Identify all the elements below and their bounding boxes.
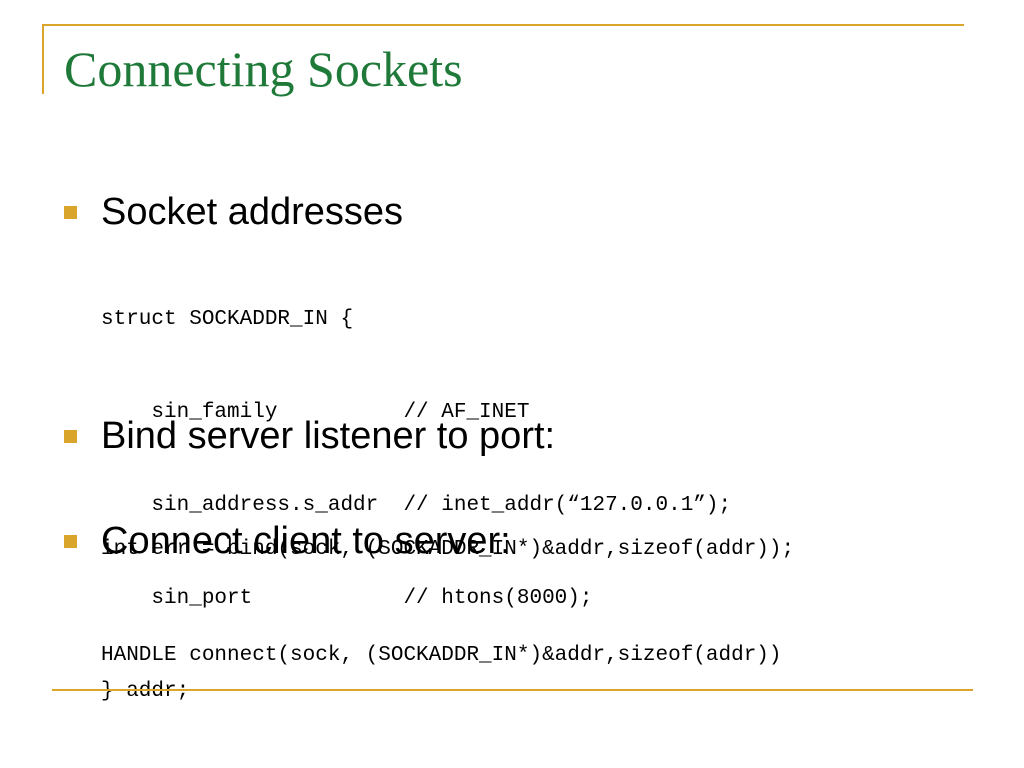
bullet-text: Socket addresses [101, 191, 404, 233]
square-bullet-icon [64, 429, 77, 443]
code-line: sin_port // htons(8000); [101, 587, 593, 610]
code-line: } addr; [101, 680, 190, 703]
square-bullet-icon [64, 534, 77, 548]
code-block-connect: HANDLE connect(sock, (SOCKADDR_IN*)&addr… [101, 578, 782, 733]
bullet-text: Connect client to server: [101, 520, 511, 562]
code-line: struct SOCKADDR_IN { [101, 308, 354, 331]
bullet-text: Bind server listener to port: [101, 415, 556, 457]
code-block-bind: int err = bind(sock, (SOCKADDR_IN*)&addr… [101, 472, 794, 627]
frame-left-rule [42, 24, 44, 94]
code-line: sin_family // AF_INET [101, 401, 530, 424]
square-bullet-icon [64, 205, 77, 219]
bullet-connect-client: Connect client to server: [64, 522, 511, 560]
code-line: int err = bind(sock, (SOCKADDR_IN*)&addr… [101, 538, 795, 561]
code-block-sockaddr: struct SOCKADDR_IN { sin_family // AF_IN… [101, 242, 731, 768]
frame-top-rule [42, 24, 964, 26]
bullet-socket-addresses: Socket addresses [64, 193, 403, 231]
slide-title: Connecting Sockets [64, 41, 463, 97]
code-line: sin_address.s_addr // inet_addr(“127.0.0… [101, 494, 732, 517]
bullet-bind-server: Bind server listener to port: [64, 417, 555, 455]
frame-bottom-rule [52, 689, 973, 691]
code-line: HANDLE connect(sock, (SOCKADDR_IN*)&addr… [101, 644, 782, 667]
